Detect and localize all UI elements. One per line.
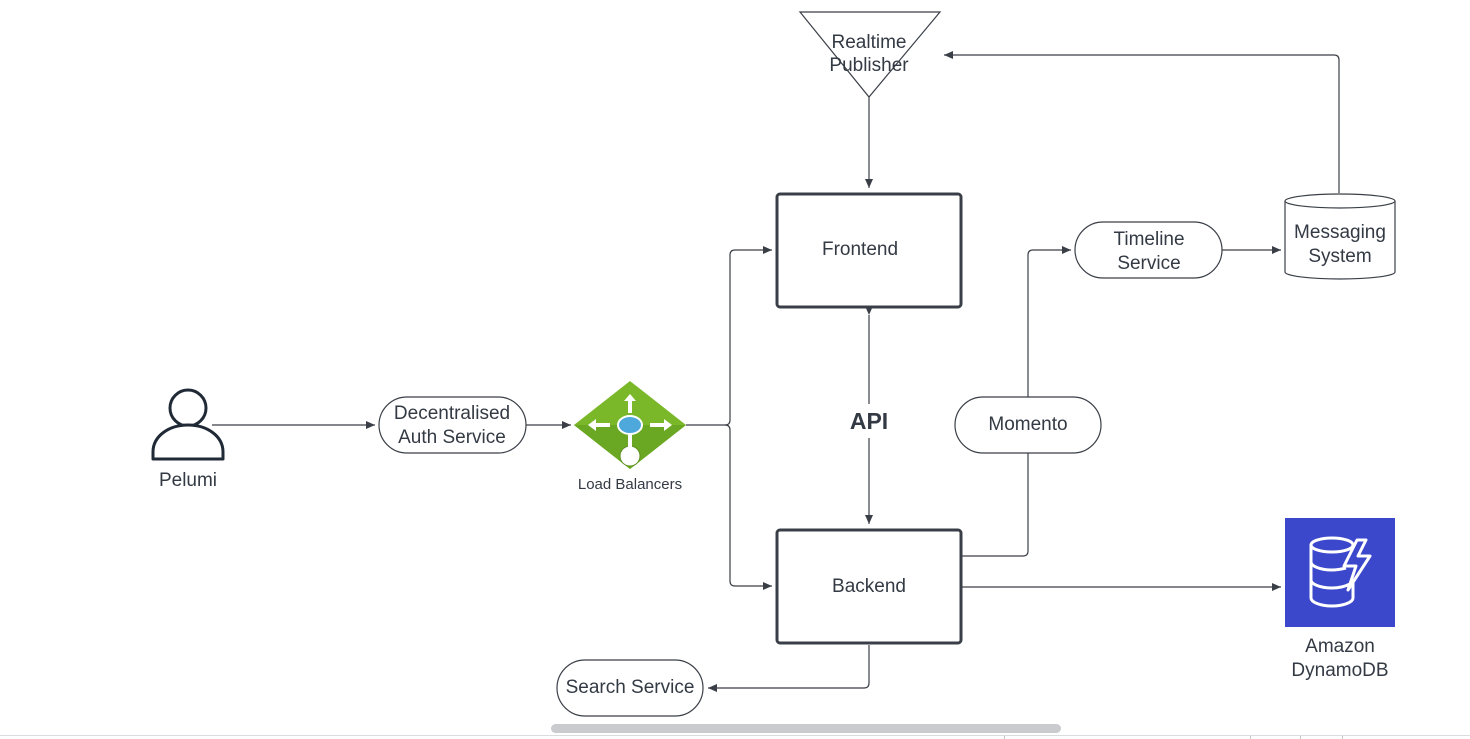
search-service-node[interactable]: Search Service xyxy=(556,659,704,717)
load-balancer-label: Load Balancers xyxy=(578,476,682,493)
edges xyxy=(212,51,1340,692)
dynamodb-icon xyxy=(1285,518,1395,627)
timeline-service-node[interactable]: Timeline Service xyxy=(1074,221,1223,279)
messaging-system-label-line1: Messaging xyxy=(1294,222,1386,243)
bottom-divider xyxy=(0,735,1470,736)
user-node[interactable]: Pelumi xyxy=(151,388,225,491)
dynamodb-label-line1: Amazon xyxy=(1305,636,1375,657)
edge-load-balancer-to-frontend[interactable] xyxy=(686,246,772,426)
realtime-publisher-node[interactable]: Realtime Publisher xyxy=(798,11,942,98)
momento-shape xyxy=(954,396,1102,454)
auth-service-node[interactable]: Decentralised Auth Service xyxy=(378,396,527,454)
timeline-service-shape xyxy=(1074,221,1223,279)
messaging-system-shape xyxy=(1284,201,1396,280)
bottom-divider-tick xyxy=(1004,736,1005,739)
realtime-publisher-label-line2: Publisher xyxy=(829,55,909,76)
backend-box xyxy=(775,528,963,645)
bottom-divider-tick xyxy=(1342,736,1343,739)
momento-label: Momento xyxy=(988,414,1067,435)
backend-node[interactable]: Backend xyxy=(775,528,963,645)
api-label-bg xyxy=(842,404,896,438)
auth-service-label-line2: Auth Service xyxy=(398,427,506,448)
frontend-box xyxy=(775,192,963,309)
messaging-system-top xyxy=(1284,193,1396,209)
user-icon xyxy=(151,388,225,461)
frontend-label: Frontend xyxy=(822,239,898,260)
dynamodb-node[interactable]: Amazon DynamoDB xyxy=(1285,518,1395,681)
momento-node[interactable]: Momento xyxy=(954,396,1102,454)
edge-backend-to-search[interactable] xyxy=(708,645,870,692)
realtime-publisher-shape xyxy=(798,11,942,98)
load-balancer-node[interactable]: Load Balancers xyxy=(574,381,686,493)
messaging-system-label-line2: System xyxy=(1308,246,1371,267)
horizontal-scrollbar[interactable] xyxy=(551,724,1061,733)
api-label: API xyxy=(850,408,888,434)
load-balancer-icon xyxy=(574,381,686,469)
timeline-service-label-line2: Service xyxy=(1117,253,1180,274)
user-label: Pelumi xyxy=(159,470,217,491)
frontend-node[interactable]: Frontend xyxy=(775,192,963,309)
realtime-publisher-label-line1: Realtime xyxy=(832,32,907,53)
dynamodb-label-line2: DynamoDB xyxy=(1291,660,1388,681)
bottom-divider-tick xyxy=(1250,736,1251,739)
auth-service-shape xyxy=(378,396,527,454)
backend-label: Backend xyxy=(832,576,906,597)
search-service-label: Search Service xyxy=(566,677,695,698)
timeline-service-label-line1: Timeline xyxy=(1113,229,1184,250)
bottom-divider-tick xyxy=(1300,736,1301,739)
auth-service-label-line1: Decentralised xyxy=(394,403,510,424)
edge-load-balancer-to-backend[interactable] xyxy=(724,424,772,590)
search-service-shape xyxy=(556,659,704,717)
edge-messaging-to-publisher[interactable] xyxy=(944,51,1340,193)
messaging-system-node[interactable]: Messaging System xyxy=(1284,193,1396,280)
